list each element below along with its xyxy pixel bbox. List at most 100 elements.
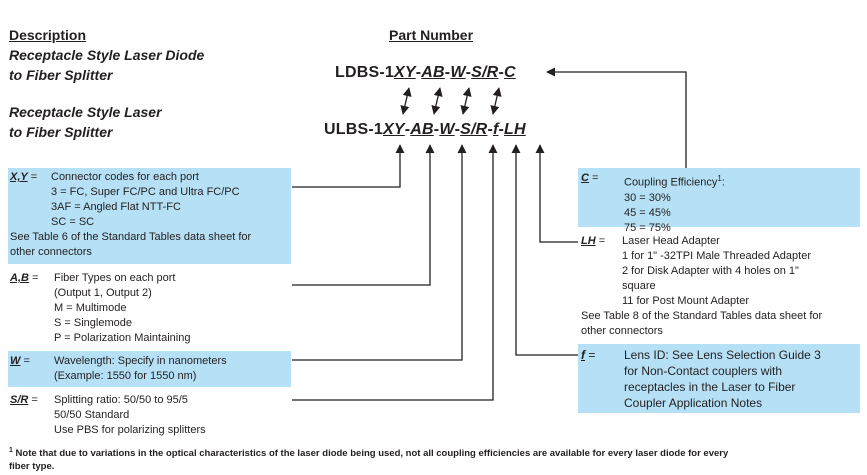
definition-box-f [578,344,860,413]
definition-line: square [622,280,656,292]
definition-key: S/R [10,394,29,406]
definition-xy: X,Y = [10,170,37,185]
definition-eq: = [598,235,606,247]
definition-key: C [581,172,589,184]
definition-key: f [581,348,585,362]
pn-dash: - [433,121,440,138]
definition-key: LH [581,235,596,247]
definition-sr-lines: Splitting ratio: 50/50 to 95/5 50/50 Sta… [54,393,206,438]
definition-eq: = [32,272,39,284]
pn-dash: - [404,121,411,138]
pn-dash: - [498,64,504,81]
pn-c: C [503,64,516,81]
definition-line: 1 for 1" -32TPI Male Threaded Adapter [622,250,811,262]
definition-ab: A,B = [10,271,38,286]
definition-box-w [8,351,291,387]
definition-line: Connector codes for each port [51,171,199,183]
leader-sr [292,144,498,401]
description-line: Receptacle Style Laser [9,104,162,120]
definition-line: SC = SC [51,216,95,228]
definition-line: M = Multimode [54,302,127,314]
definition-ab-lines: Fiber Types on each port (Output 1, Outp… [54,271,190,346]
footnote-marker: 1 [9,447,13,454]
definition-line: 45 = 45% [624,206,671,219]
definition-box-c [578,168,860,227]
pn-xy: XY [382,121,405,138]
pn-lh: LH [504,121,526,138]
part-number-ulbs: ULBS-1XY-AB-W-S/R-f-LH [324,121,526,139]
definition-f-lines: Lens ID: See Lens Selection Guide 3 for … [624,347,821,411]
footnote: 1 Note that due to variations in the opt… [9,444,864,473]
definition-line: Fiber Types on each port [54,272,176,284]
definition-line: Use PBS for polarizing splitters [54,424,206,436]
footnote-text: Note that due to variations in the optic… [15,448,729,460]
pn-f: f [492,121,499,138]
definition-eq: = [30,171,38,183]
pn-ab: AB [421,64,445,81]
description-line: Receptacle Style Laser Diode [9,47,205,63]
definition-line: for Non-Contact couplers with [624,364,783,378]
definition-line: 3 = FC, Super FC/PC and Ultra FC/PC [51,186,240,198]
footnote-line: 1 Note that due to variations in the opt… [9,444,864,460]
definition-xy-footer: See Table 6 of the Standard Tables data … [10,230,251,260]
pn-dash: - [444,64,451,81]
definition-line: Laser Head Adapter [622,235,720,247]
definition-box-xy [8,168,291,264]
leader-lh [535,144,578,243]
definition-line: 11 for Post Mount Adapter [622,295,749,307]
definition-sr: S/R = [10,393,38,408]
part-number-ldbs: LDBS-1XY-AB-W-S/R-C [335,64,516,82]
pn-ab: AB [410,121,434,138]
pn-dash: - [498,121,505,138]
footnote-marker: 1 [717,174,722,183]
definition-w: W = [10,354,30,369]
definition-title-suffix: : [721,176,725,189]
definition-xy-lines: Connector codes for each port 3 = FC, Su… [51,170,240,230]
definition-line: See Table 8 of the Standard Tables data … [581,310,823,322]
definition-title-text: Coupling Efficiency [624,176,718,189]
pn-w: W [450,64,466,81]
definition-line: 75 = 75% [624,221,671,234]
pn-xy: XY [393,64,416,81]
pn-dash: - [415,64,422,81]
definition-c-lines: Coupling Efficiency1: 30 = 30% 45 = 45% … [624,171,725,236]
pn-dash: - [454,121,461,138]
pn-sr: S/R [460,121,488,138]
definition-lh: LH = [581,234,605,249]
leader-xy [292,144,405,188]
leader-w [292,144,467,361]
definition-line: Splitting ratio: 50/50 to 95/5 [54,394,188,406]
definition-line: other connectors [581,325,663,337]
definition-line: other connectors [10,246,92,258]
description-line: to Fiber Splitter [9,67,113,83]
definition-eq: = [588,348,596,362]
definition-eq: = [592,172,599,184]
definition-w-lines: Wavelength: Specify in nanometers (Examp… [54,354,227,384]
definition-line: Lens ID: See Lens Selection Guide 3 [624,348,821,362]
definition-c: C = [581,171,598,186]
description-line: to Fiber Splitter [9,124,113,140]
definition-title: Coupling Efficiency1: [624,171,725,191]
definition-line: P = Polarization Maintaining [54,332,191,344]
definition-lh-footer: See Table 8 of the Standard Tables data … [581,309,822,339]
link-arrow-xy [400,87,412,115]
definition-key: X,Y [10,171,28,183]
description-ulbs: Receptacle Style Laser to Fiber Splitter [9,102,162,142]
definition-line: (Output 1, Output 2) [54,287,152,299]
definition-line: 3AF = Angled Flat NTT-FC [51,201,181,213]
leader-c [546,67,687,168]
description-header: Description [9,27,87,43]
definition-line: Wavelength: Specify in nanometers [54,355,227,367]
definition-line: 30 = 30% [624,191,671,204]
definition-line: 2 for Disk Adapter with 4 holes on 1" [622,265,799,277]
definition-f: f = [581,347,595,363]
definition-key: W [10,355,21,367]
pn-prefix: LDBS-1 [335,64,394,81]
part-number-header: Part Number [389,27,474,43]
definition-eq: = [23,355,30,367]
pn-dash: - [487,121,493,138]
pn-prefix: ULBS-1 [324,121,383,138]
pn-w: W [439,121,455,138]
definition-line: receptacles in the Laser to Fiber [624,380,796,394]
